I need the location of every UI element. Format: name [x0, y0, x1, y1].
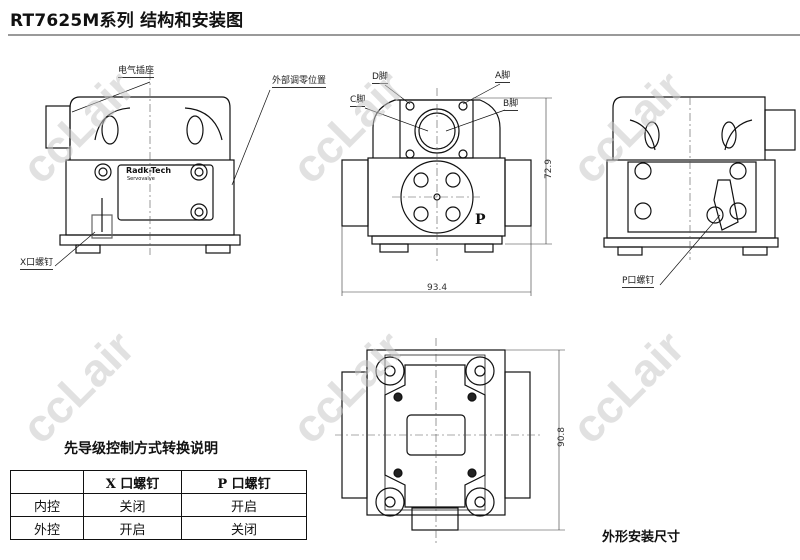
nameplate — [117, 164, 214, 221]
table-header-cell: X 口螺钉 — [83, 470, 182, 494]
figure-caption: 外形安装尺寸 — [602, 530, 681, 545]
label-external-zero: 外部调零位置 — [272, 76, 327, 88]
label-electrical-socket: 电气插座 — [118, 66, 155, 78]
dim-height: 72.9 — [544, 158, 555, 180]
dim-width: 93.4 — [427, 283, 448, 293]
dimension-lines — [341, 97, 552, 296]
table-header-cell: P 口螺钉 — [181, 470, 307, 494]
table-cell: 关闭 — [83, 493, 182, 517]
title-divider — [8, 34, 800, 36]
table-heading: 先导级控制方式转换说明 — [64, 441, 218, 457]
electrical-socket-icon — [45, 105, 71, 149]
table-cell: 关闭 — [181, 516, 307, 540]
right-side-view — [603, 96, 796, 286]
table-cell: 开启 — [83, 516, 182, 540]
label-pin-d: D脚 — [372, 72, 388, 84]
bottom-view — [335, 338, 565, 545]
page-title: RT7625M系列 结构和安装图 — [10, 11, 244, 31]
table-cell: 开启 — [181, 493, 307, 517]
table-header-cell — [10, 470, 84, 494]
label-x-port-screw: X口螺钉 — [20, 258, 54, 270]
dim-depth: 90.8 — [557, 426, 568, 448]
nameplate-subtitle: Servovalve — [127, 176, 155, 182]
nameplate-brand: Radk-Tech — [126, 166, 172, 175]
label-p-port-screw: P口螺钉 — [622, 276, 655, 288]
label-pin-c: C脚 — [350, 95, 366, 107]
front-view — [341, 83, 552, 296]
table-row: 外控 开启 关闭 — [10, 516, 307, 540]
left-side-view — [45, 72, 271, 267]
table-row: 内控 关闭 开启 — [10, 493, 307, 517]
table-cell: 外控 — [10, 516, 84, 540]
label-pin-a: A脚 — [495, 71, 511, 83]
control-mode-table: X 口螺钉 P 口螺钉 内控 关闭 开启 外控 开启 关闭 — [10, 470, 307, 540]
port-p-label: P — [475, 212, 486, 228]
table-header-row: X 口螺钉 P 口螺钉 — [10, 470, 307, 494]
label-pin-b: B脚 — [503, 99, 519, 111]
table-cell: 内控 — [10, 493, 84, 517]
